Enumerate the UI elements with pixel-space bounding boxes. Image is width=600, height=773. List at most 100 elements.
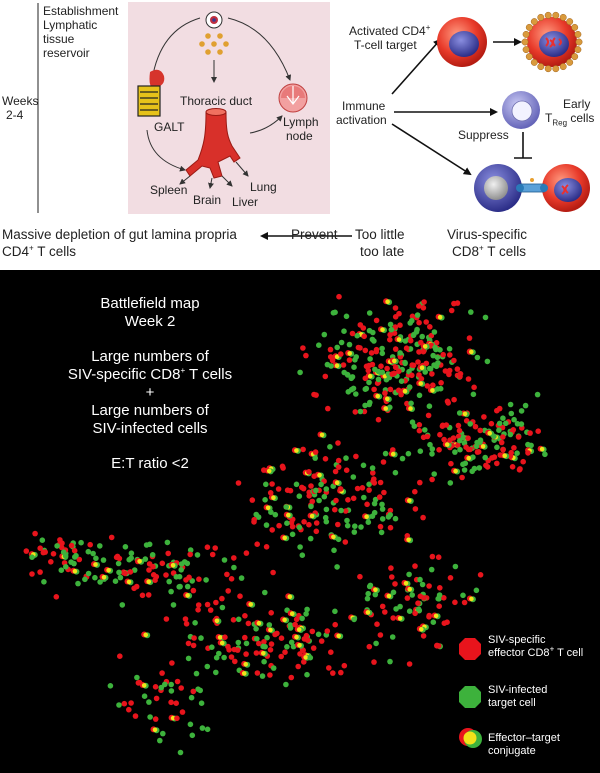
infected-dot <box>143 542 150 548</box>
effector-dot <box>182 616 189 622</box>
infected-dot <box>164 539 171 546</box>
infected-dot <box>389 634 396 640</box>
infected-dot <box>437 347 443 353</box>
infected-dot <box>160 730 166 737</box>
effector-dot <box>471 384 477 391</box>
virion-dot <box>571 23 579 31</box>
conjugate-dot <box>363 609 373 616</box>
conjugate-dot <box>264 467 274 475</box>
map-line-1: Large numbers of <box>91 348 209 365</box>
infected-dot <box>365 519 372 525</box>
infected-dot <box>352 357 358 363</box>
infected-dot <box>73 552 79 559</box>
effector-dot <box>300 446 306 453</box>
label-immune: Immune <box>342 99 386 113</box>
conjugate-dot <box>139 682 149 689</box>
effector-dot <box>219 595 225 602</box>
conjugate-dot <box>404 536 414 544</box>
infected-dot <box>503 420 509 427</box>
infected-dot <box>128 555 134 561</box>
infected-dot <box>426 365 433 372</box>
effector-dot <box>270 569 276 576</box>
infected-dot <box>427 441 433 448</box>
effector-dot <box>371 386 377 393</box>
effector-dot <box>373 346 380 353</box>
infected-dot <box>308 503 314 510</box>
infected-dot <box>307 535 314 542</box>
infected-dot <box>471 465 478 472</box>
effector-dot <box>494 460 500 467</box>
infected-dot <box>235 639 242 646</box>
effector-dot <box>152 716 159 722</box>
legend-infected-line2: target cell <box>488 697 536 709</box>
effector-dot <box>228 654 235 660</box>
label-spleen: Spleen <box>150 183 188 197</box>
infected-dot <box>338 507 344 514</box>
infected-dot <box>119 602 126 608</box>
infected-dot <box>354 332 361 339</box>
infected-dot <box>414 312 421 318</box>
effector-dot <box>275 486 282 492</box>
infected-dot <box>372 366 378 373</box>
virion-dot <box>530 18 538 26</box>
effector-dot <box>325 405 331 412</box>
virion-dot <box>559 13 567 21</box>
effector-dot <box>326 665 332 671</box>
effector-dot <box>515 434 522 440</box>
effector-dot <box>527 430 533 436</box>
effector-dot <box>292 621 298 628</box>
effector-dot <box>428 332 435 339</box>
conjugate-dot <box>365 372 375 380</box>
infected-dot <box>360 462 367 469</box>
conjugate-dot <box>370 586 380 594</box>
infected-dot <box>353 391 359 397</box>
infected-dot <box>372 591 379 598</box>
effector-dot <box>282 649 288 655</box>
virions-dots <box>199 33 229 55</box>
effector-dot <box>224 571 230 578</box>
effector-dot <box>335 521 341 528</box>
infected-dot <box>315 631 322 638</box>
virion-dot <box>566 58 574 66</box>
conjugate-dot <box>328 533 338 541</box>
conjugate-dot <box>500 452 510 460</box>
label-t-cell-target: T-cell target <box>354 38 417 52</box>
effector-dot <box>420 434 427 441</box>
effector-dot <box>510 427 517 433</box>
infected-dot <box>293 481 300 488</box>
infected-dot <box>426 403 433 409</box>
effector-dot <box>477 572 484 578</box>
virion-dot <box>566 18 574 26</box>
effector-dot <box>389 371 396 377</box>
effector-dot <box>416 303 422 309</box>
conjugate-dot <box>378 326 387 334</box>
infected-dot <box>39 537 46 543</box>
effector-dot <box>165 550 171 557</box>
conjugate-dot <box>239 670 249 677</box>
infected-dot <box>307 654 314 661</box>
effector-dot <box>455 433 462 440</box>
virion-dot <box>571 53 579 61</box>
infected-dot <box>467 421 474 427</box>
conjugate-dot <box>389 357 399 365</box>
effector-dot <box>174 715 180 722</box>
effector-dot <box>127 569 134 575</box>
conjugate-dot <box>466 348 476 356</box>
infected-dot <box>283 681 289 688</box>
label-thoracic-duct: Thoracic duct <box>180 94 253 108</box>
effector-dot <box>416 427 423 434</box>
infected-dot <box>330 310 337 316</box>
conjugate-dot <box>394 336 404 343</box>
map-line-4: SIV-infected cells <box>92 420 208 437</box>
arrow-activated-cd4 <box>391 38 442 95</box>
conjugate-dot <box>280 534 290 542</box>
infected-dot <box>243 640 250 647</box>
infected-dot <box>194 552 201 558</box>
virus-particle-icon <box>205 11 223 29</box>
infected-dot <box>366 583 373 590</box>
infected-dot <box>496 420 503 427</box>
effector-dot <box>407 337 414 344</box>
infected-dot <box>371 509 378 516</box>
infected-dot <box>494 444 500 451</box>
effector-dot <box>352 409 359 415</box>
